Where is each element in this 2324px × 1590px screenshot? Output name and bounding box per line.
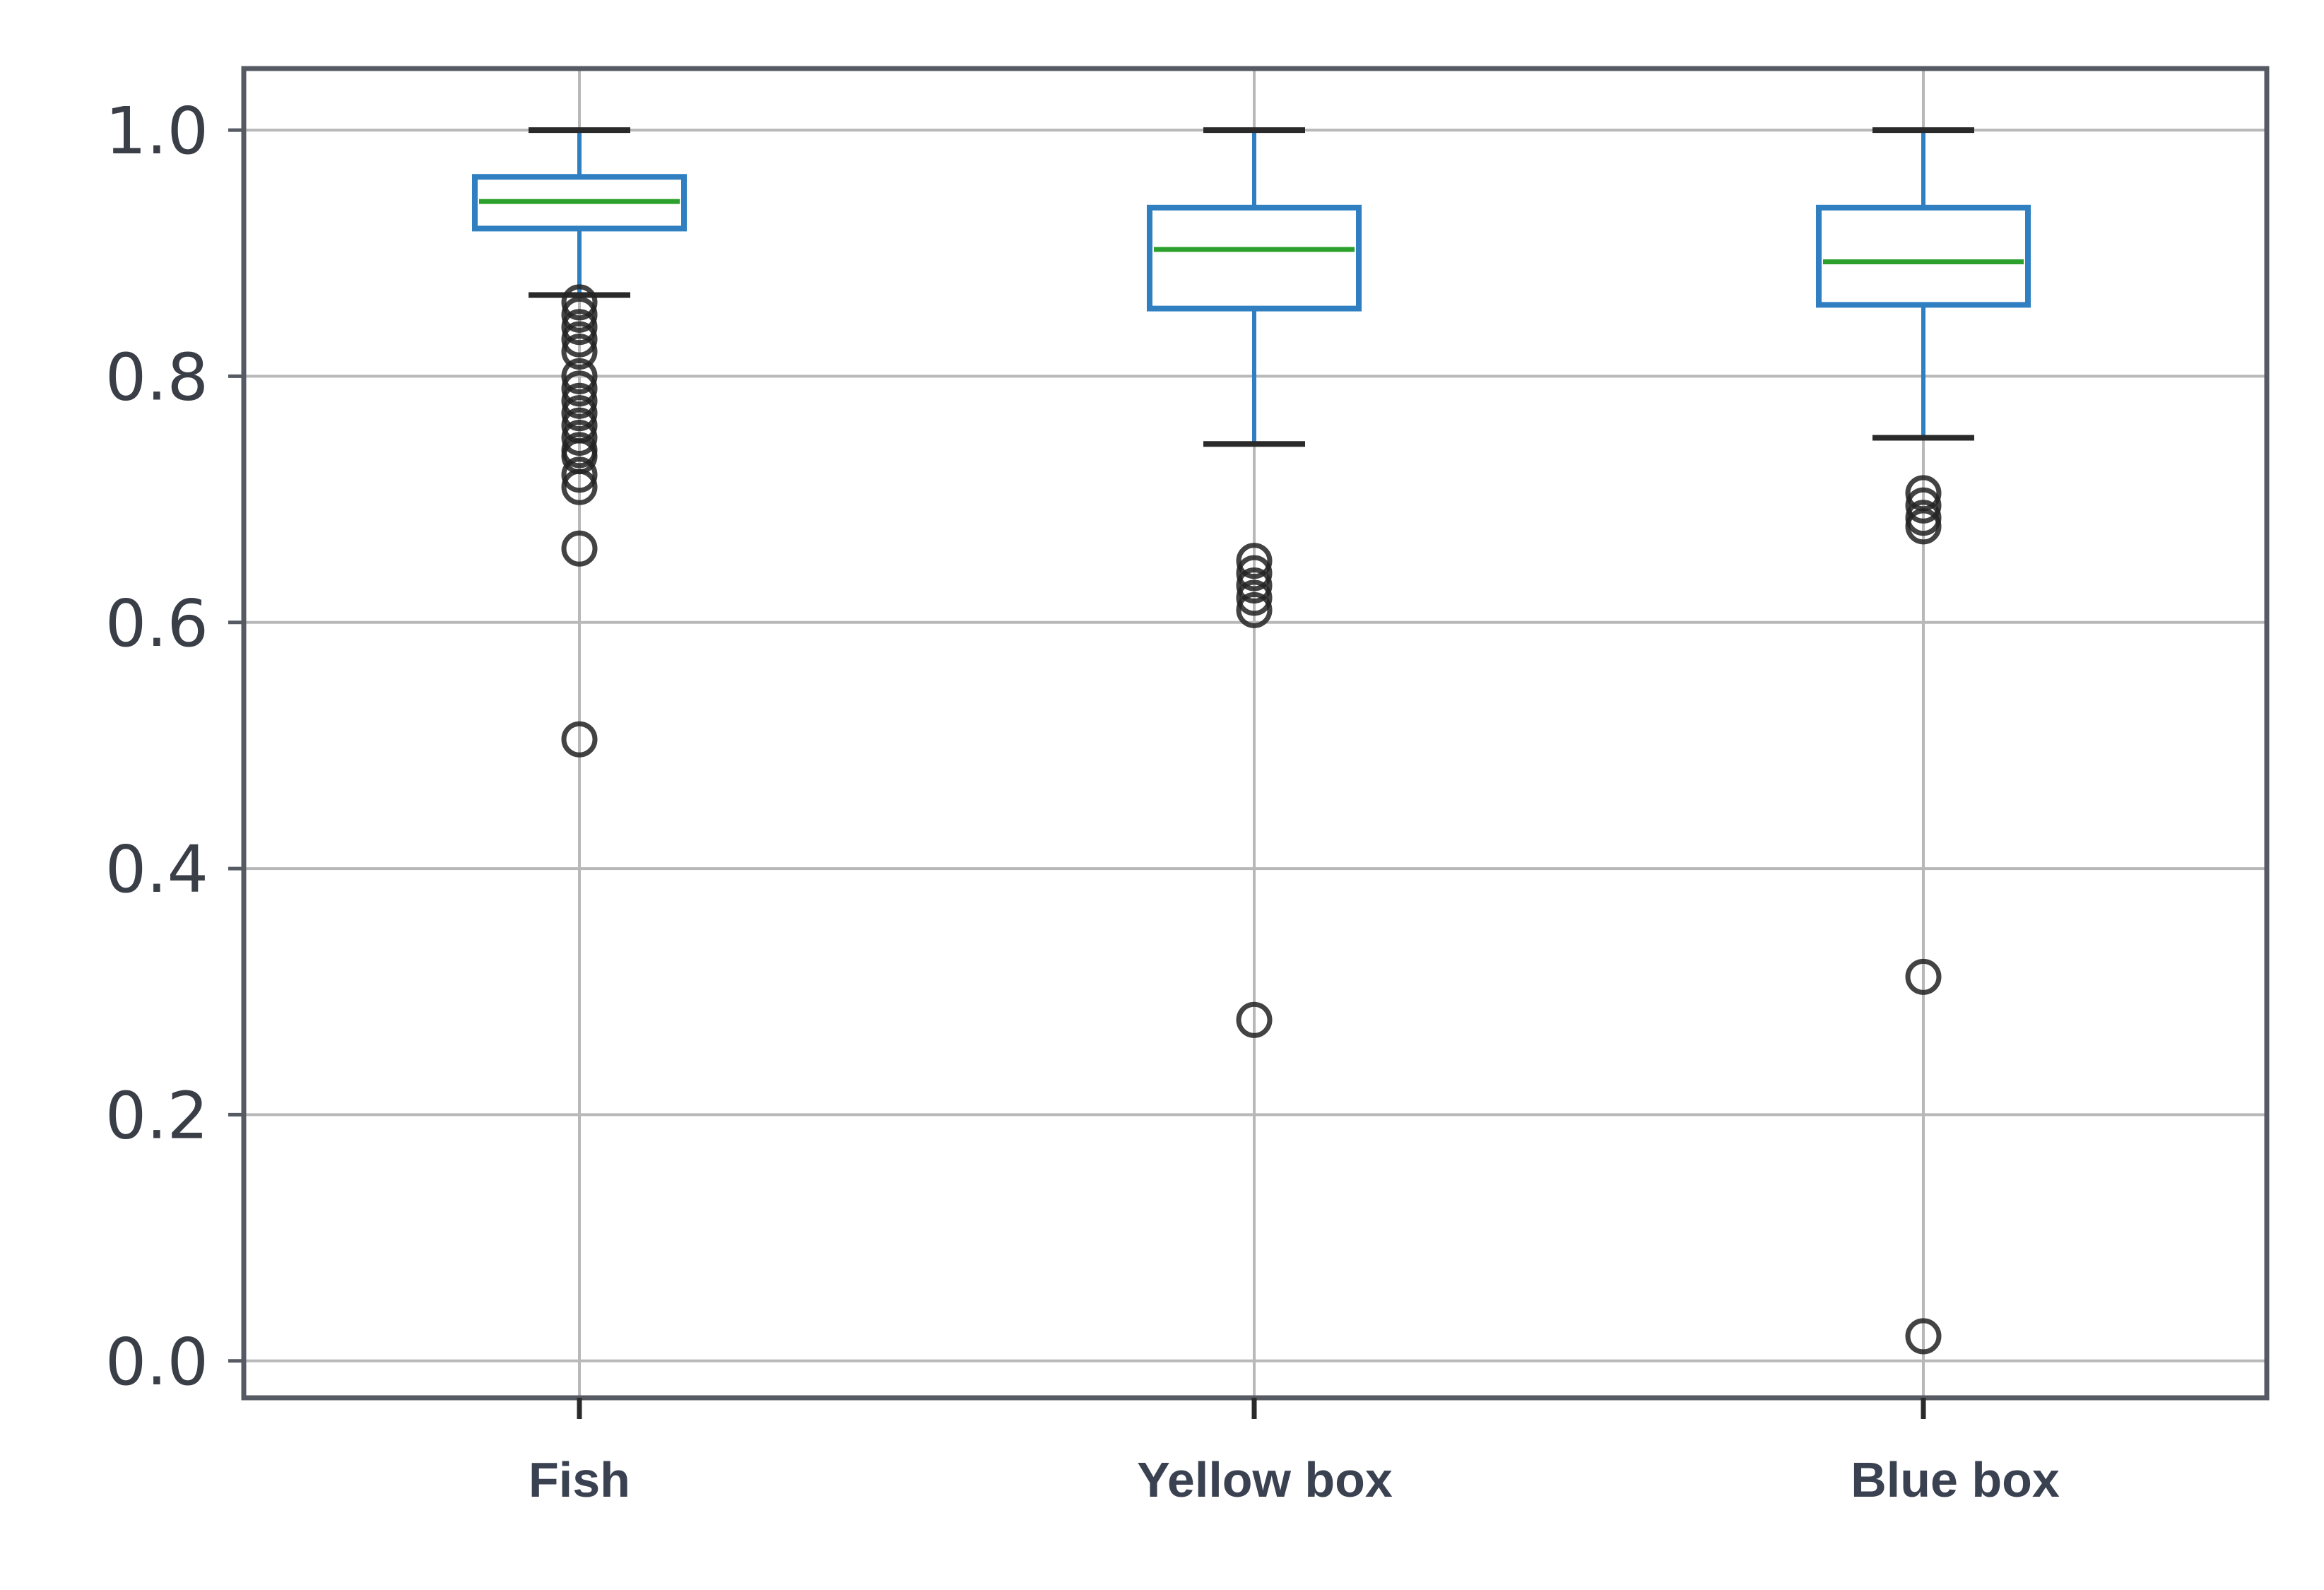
outlier-point — [1236, 555, 1273, 591]
outlier-point — [561, 530, 598, 567]
box-plot-series — [472, 127, 2031, 1355]
y-tick-label: 0.4 — [105, 832, 208, 907]
x-category-label: Yellow box — [1137, 1452, 1393, 1507]
outlier-point — [1236, 567, 1273, 603]
outlier-point — [561, 721, 598, 758]
outlier-point — [561, 321, 598, 358]
outlier-point — [1905, 958, 1942, 995]
iqr-box — [1147, 204, 1362, 312]
outlier-point — [561, 334, 598, 370]
outlier-point — [561, 284, 598, 321]
box-group-yellow-box — [1147, 127, 1362, 1038]
outlier-point — [1236, 579, 1273, 616]
outlier-point — [561, 457, 598, 493]
x-category-label: Blue box — [1851, 1452, 2060, 1507]
outlier-point — [561, 370, 598, 407]
y-tick-label: 0.0 — [105, 1324, 208, 1400]
outlier-point — [1236, 1001, 1273, 1038]
iqr-box — [1816, 204, 2031, 308]
x-category-label: Fish — [529, 1452, 630, 1507]
box-group-blue-box — [1816, 127, 2031, 1355]
box-group-fish — [472, 127, 687, 758]
outlier-point — [561, 420, 598, 456]
outlier-point — [1905, 508, 1942, 545]
axes — [228, 66, 2270, 1419]
y-tick-label: 0.2 — [105, 1078, 208, 1153]
y-axis-tick-labels: 0.0 0.2 0.4 0.6 0.8 1.0 — [105, 93, 208, 1400]
outlier-point — [561, 296, 598, 333]
outlier-point — [561, 382, 598, 419]
y-tick-label: 0.6 — [105, 586, 208, 661]
outlier-point — [561, 309, 598, 346]
outlier-point — [561, 358, 598, 394]
y-tick-label: 0.8 — [105, 339, 208, 415]
outlier-point — [561, 469, 598, 505]
outlier-point — [1236, 591, 1273, 628]
outlier-point — [561, 395, 598, 432]
outlier-point — [1905, 1318, 1942, 1355]
y-tick-label: 1.0 — [105, 93, 208, 169]
outlier-point — [1905, 487, 1942, 524]
x-axis-tick-labels: Fish Yellow box Blue box — [529, 1452, 2060, 1507]
outlier-point — [1236, 543, 1273, 579]
